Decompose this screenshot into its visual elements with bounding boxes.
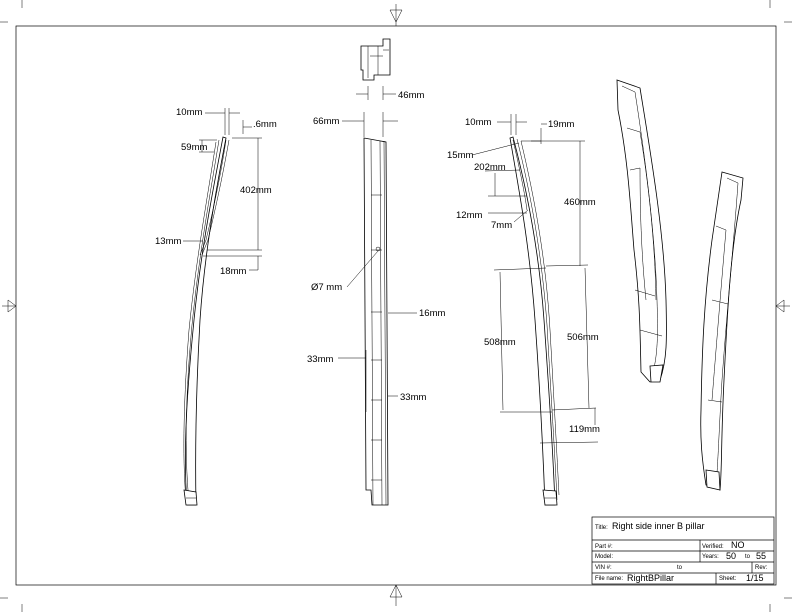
isometric-view-2 xyxy=(700,171,744,491)
dim-left-bottom: 18mm xyxy=(220,266,246,277)
years-to: 55 xyxy=(756,551,766,561)
vin-to-label: to xyxy=(677,565,683,571)
dim-left-width-top: 10mm xyxy=(176,107,202,118)
title-label: Title: xyxy=(595,525,608,531)
dim-right-height: 460mm xyxy=(564,197,596,208)
top-section-view: 46mm xyxy=(356,38,424,101)
sheet-label: Sheet: xyxy=(719,576,737,582)
dim-right-mid-right: 506mm xyxy=(567,332,599,343)
dim-front-hole: Ø7 mm xyxy=(311,282,342,293)
title-value: Right side inner B pillar xyxy=(612,521,705,531)
years-to-label: to xyxy=(745,554,751,560)
dim-section-depth: 46mm xyxy=(398,90,424,101)
dim-right-width-top: 10mm xyxy=(465,117,491,128)
dim-right-flange-top: 15mm xyxy=(447,150,473,161)
dim-front-thickness: 16mm xyxy=(419,308,445,319)
right-profile-view: 10mm 19mm 15mm 202mm 460mm 12mm 7mm 508m… xyxy=(447,114,600,506)
dim-left-offset: 59mm xyxy=(181,142,207,153)
dim-right-flange-gap: 7mm xyxy=(491,220,512,231)
dim-left-flange: 13mm xyxy=(155,236,181,247)
dim-left-lip: .6mm xyxy=(253,119,277,130)
dim-right-upper-len: 202mm xyxy=(474,162,506,173)
file-name-value: RightBPillar xyxy=(627,573,674,583)
dim-front-hole-spacing: 33mm xyxy=(307,354,333,365)
rev-label: Rev: xyxy=(755,565,768,571)
front-straight-view: 66mm Ø7 mm 16mm 33mm 33mm xyxy=(307,112,445,506)
centering-marks xyxy=(2,4,790,606)
dim-front-bottom-spacing: 33mm xyxy=(400,392,426,403)
isometric-view-1 xyxy=(616,79,667,383)
title-block: Title: Right side inner B pillar Part #:… xyxy=(591,516,775,585)
dim-right-mid-left: 508mm xyxy=(484,337,516,348)
left-profile-view: 10mm .6mm 59mm 402mm 13mm 18mm xyxy=(155,107,277,506)
years-from: 50 xyxy=(726,551,736,561)
dim-left-height: 402mm xyxy=(240,185,272,196)
verified-label: Verified: xyxy=(702,544,724,550)
dim-right-flange-width: 12mm xyxy=(456,210,482,221)
verified-value: NO xyxy=(731,540,745,550)
part-label: Part #: xyxy=(595,544,613,550)
years-label: Years: xyxy=(702,554,719,560)
file-name-label: File name: xyxy=(595,576,623,582)
model-label: Model: xyxy=(595,554,613,560)
dim-right-bottom: 119mm xyxy=(569,424,600,435)
dim-front-width: 66mm xyxy=(313,116,339,127)
vin-label: VIN #: xyxy=(595,565,612,571)
sheet-value: 1/15 xyxy=(746,573,764,583)
drawing-frame xyxy=(15,25,777,586)
dim-right-lip: 19mm xyxy=(548,119,574,130)
